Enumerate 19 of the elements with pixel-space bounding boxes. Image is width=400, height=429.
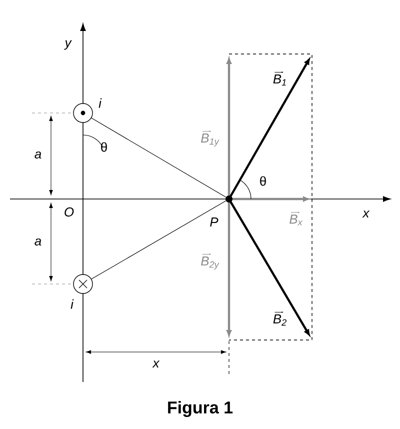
point-label: i: [98, 98, 102, 108]
dimension-label: a: [34, 238, 42, 246]
origin-label: O: [64, 207, 74, 217]
connecting-line: [91, 118, 226, 198]
vector-label: B$_{2y}$: [201, 254, 220, 270]
point-label: P: [210, 218, 218, 226]
vector-label: B$_{1y}$: [201, 130, 220, 146]
angle-label: θ: [101, 142, 107, 152]
caption: Figura 1: [168, 401, 233, 417]
angle-label: θ: [260, 176, 266, 186]
vector-label: B$_{2}$: [273, 312, 286, 326]
connecting-line: [91, 200, 226, 280]
dimension-label: x: [152, 360, 160, 368]
dimension-label: a: [34, 151, 42, 159]
axis-label: x: [362, 210, 370, 218]
vector-label: B$_{x}$: [290, 212, 303, 226]
axis-label: y: [64, 40, 72, 50]
vector-label: B$_{1}$: [273, 72, 286, 86]
point-label: i: [70, 299, 74, 309]
